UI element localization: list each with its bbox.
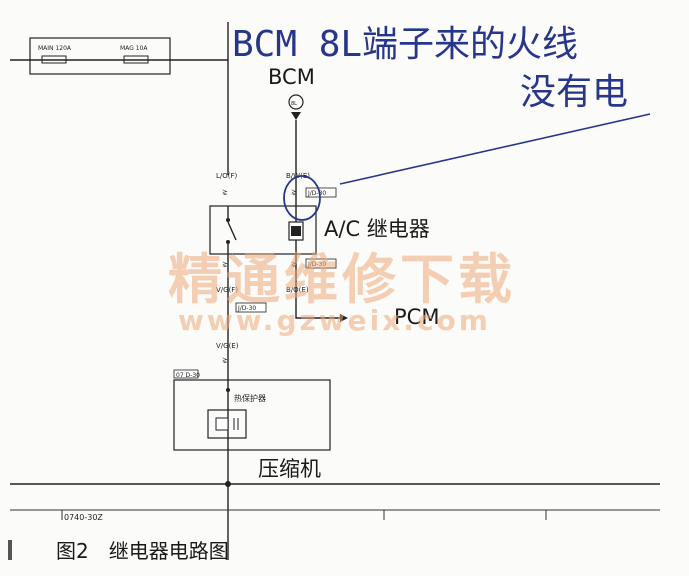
connector-tag-2-label: J/D-30 [307,261,326,268]
connector-mark-left: ⋩ [222,188,228,196]
ground-junction [225,481,231,487]
bcm-label: BCM [268,65,315,89]
wire-label-left-top: L/O(F) [216,172,238,180]
annotation-line-2: 没有电 [520,72,628,113]
compressor-box [173,379,331,451]
connector-tag-4-label: 07 D-30 [176,372,200,379]
main-fuse-label: MAIN 120A [38,45,72,52]
relay-contact-top [226,218,230,222]
connector-tag-3 [235,302,267,313]
mag-fuse-label: MAG 10A [120,45,148,52]
relay-box [209,205,317,255]
relay-label: A/C 继电器 [324,217,430,241]
relay-coil-core [291,226,301,236]
mag-fuse-symbol [123,55,149,64]
pcm-label: PCM [394,305,439,329]
thermal-protector-box [207,409,247,439]
compressor-label: 压缩机 [258,457,321,481]
thermal-protector-symbol [215,417,229,431]
bcm-pin-label: 8L [291,101,297,107]
watermark-cn: 精通维修下载 [168,248,516,311]
wire-label-right-mid: B/O(E) [286,286,309,294]
fuse-block [29,37,171,75]
caption-bar [8,540,12,560]
annotation-pointer-line [339,113,651,185]
relay-contact-bottom [226,240,230,244]
main-fuse-symbol [41,55,67,64]
page-reference: 0740-30Z [64,513,103,522]
bcm-terminal [288,94,304,110]
relay-switch-arm [227,221,237,241]
pcm-wire [295,300,340,319]
connector-tag-1 [305,187,337,198]
watermark-url: www.gzweix.com [178,304,491,337]
compressor-junction [226,388,230,392]
connector-tag-4 [173,369,199,379]
pcm-arrow [340,314,348,322]
annotation-circle [283,175,321,221]
bcm-arrow [291,112,301,120]
connector-tag-3-label: J/D-30 [237,305,256,312]
figure-caption: 图2 继电器电路图 [56,539,229,563]
connector-mark-right: ⋩ [291,188,297,196]
annotation-line-1: BCM 8L端子来的火线 [232,24,578,65]
wire-label-left-mid: V/G(F) [216,286,238,294]
connector-mark-left-mid: ⋩ [222,260,228,268]
connector-mark-left-low: ⋩ [222,356,228,364]
wire-label-left-low: V/G(E) [216,342,239,350]
connector-tag-1-label: J/D-30 [307,190,326,197]
connector-tag-2 [305,258,337,269]
connector-mark-right-mid: ⋩ [291,260,297,268]
thermal-protector-label: 热保护器 [234,393,266,403]
